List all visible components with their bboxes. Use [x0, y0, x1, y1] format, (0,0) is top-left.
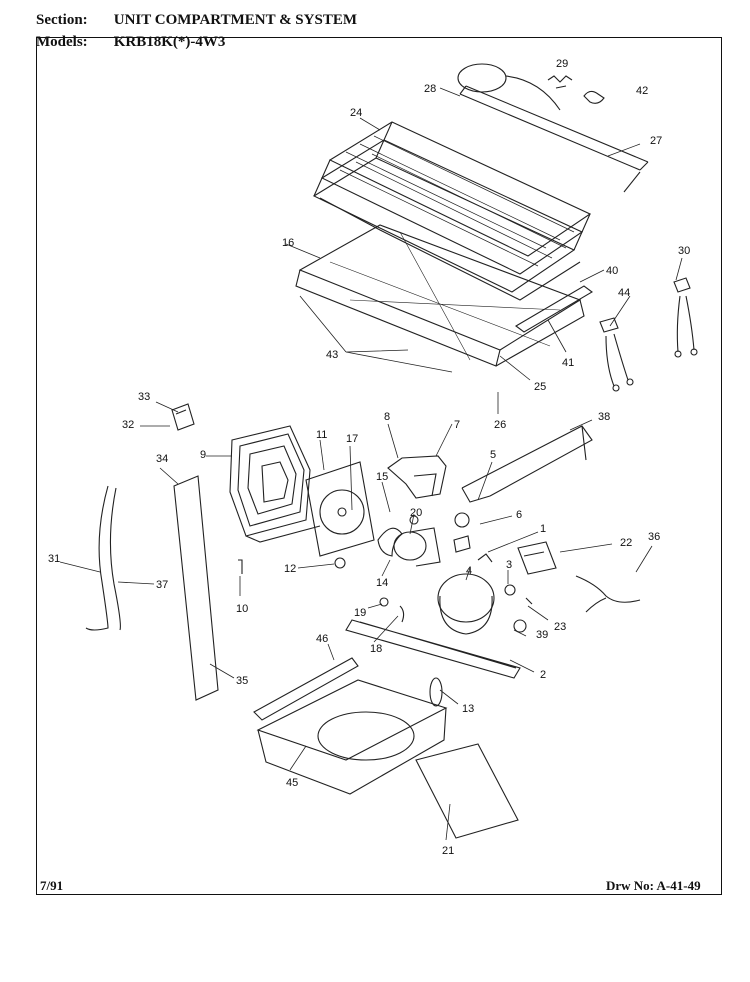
callout-1: 1: [540, 523, 546, 535]
condenser-coil: [312, 121, 592, 301]
condenser-shroud: [229, 425, 321, 543]
washer-39: [513, 619, 527, 633]
callout-11: 11: [316, 429, 327, 441]
diagram-frame: [36, 37, 722, 895]
compressor-group: [437, 512, 495, 635]
washer-3: [504, 584, 516, 596]
callout-12: 12: [284, 563, 296, 575]
tube-assembly: [457, 63, 649, 193]
callout-28: 28: [424, 83, 436, 95]
screw-10: [238, 559, 243, 574]
drain-disc: [429, 677, 443, 707]
section-title: UNIT COMPARTMENT & SYSTEM: [113, 12, 357, 28]
wire-18: [399, 605, 405, 623]
grommet-12: [334, 557, 346, 569]
base-rail: [345, 619, 521, 679]
clip-42: [583, 90, 605, 104]
callout-35: 35: [236, 675, 248, 687]
leader-lines: [59, 87, 683, 841]
footer-drawing-number: Drw No: A-41-49: [606, 878, 701, 893]
callout-31: 31: [48, 553, 60, 565]
callout-41: 41: [562, 357, 574, 369]
bracket-40: [515, 285, 593, 333]
callout-25: 25: [534, 381, 546, 393]
callout-39: 39: [536, 629, 548, 641]
callout-26: 26: [494, 419, 506, 431]
base-pan: [253, 657, 448, 795]
callout-14: 14: [376, 577, 388, 589]
models-label: Models:: [36, 34, 88, 50]
callout-16: 16: [282, 237, 294, 249]
relay-22: [517, 541, 557, 575]
callout-9: 9: [200, 449, 206, 461]
models-value: KRB18K(*)-4W3: [113, 34, 226, 50]
callout-32: 32: [122, 419, 134, 431]
section-row: Section: UNIT COMPARTMENT & SYSTEM: [36, 12, 357, 29]
callout-18: 18: [370, 643, 382, 655]
clip-29: [547, 75, 573, 89]
callout-38: 38: [598, 411, 610, 423]
side-panel: [173, 475, 219, 701]
callout-36: 36: [648, 531, 660, 543]
callout-30: 30: [678, 245, 690, 257]
callout-22: 22: [620, 537, 632, 549]
callout-8: 8: [384, 411, 390, 423]
drain-pan: [295, 224, 585, 367]
relay-cord-44: [599, 317, 634, 392]
front-panel: [415, 743, 519, 839]
footer-date: 7/91: [40, 878, 64, 893]
relay-cord-30: [673, 277, 698, 358]
capillary-tube: [85, 485, 121, 631]
callout-4: 4: [466, 565, 472, 577]
models-row: Models: KRB18K(*)-4W3: [36, 34, 225, 51]
callout-43: 43: [326, 349, 338, 361]
power-cord: [575, 575, 641, 613]
callout-10: 10: [236, 603, 248, 615]
callout-7: 7: [454, 419, 460, 431]
mount-bracket: [171, 403, 195, 431]
callout-19: 19: [354, 607, 366, 619]
grommet-19: [379, 597, 389, 607]
callout-42: 42: [636, 85, 648, 97]
callout-24: 24: [350, 107, 362, 119]
section-label: Section:: [36, 12, 88, 28]
callout-45: 45: [286, 777, 298, 789]
callout-23: 23: [554, 621, 566, 633]
callout-34: 34: [156, 453, 168, 465]
callout-13: 13: [462, 703, 474, 715]
callout-46: 46: [316, 633, 328, 645]
callout-6: 6: [516, 509, 522, 521]
callout-44: 44: [618, 287, 630, 299]
callout-37: 37: [156, 579, 168, 591]
callout-40: 40: [606, 265, 618, 277]
callout-5: 5: [490, 449, 496, 461]
fan-blade: [377, 527, 403, 557]
access-cover: [461, 425, 593, 503]
callout-27: 27: [650, 135, 662, 147]
callout-15: 15: [376, 471, 388, 483]
callout-20: 20: [410, 507, 422, 519]
callout-3: 3: [506, 559, 512, 571]
callout-2: 2: [540, 669, 546, 681]
callout-17: 17: [346, 433, 358, 445]
fan-motor: [393, 515, 441, 567]
callout-21: 21: [442, 845, 454, 857]
fan-bracket: [305, 461, 375, 557]
screw-23: [525, 597, 533, 605]
callout-33: 33: [138, 391, 150, 403]
callout-29: 29: [556, 58, 568, 70]
relay-bracket: [387, 455, 447, 499]
